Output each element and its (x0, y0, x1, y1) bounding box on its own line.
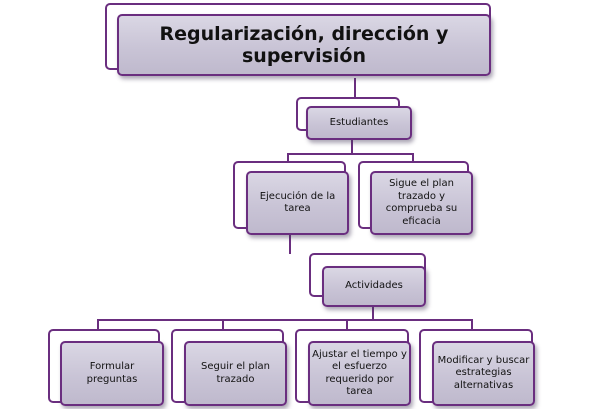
ejecucion-tarea-label: Ejecución de la tarea (246, 171, 349, 235)
modificar-estrategias-label: Modificar y buscar estrategias alternati… (432, 341, 535, 406)
seguir-plan-label: Seguir el plan trazado (184, 341, 287, 406)
formular-preguntas-label: Formular preguntas (60, 341, 164, 406)
sigue-plan-label: Sigue el plan trazado y comprueba su efi… (370, 171, 473, 235)
actividades-label: Actividades (322, 266, 426, 307)
estudiantes-label: Estudiantes (306, 106, 412, 140)
diagram-title: Regularización, dirección y supervisión (117, 14, 491, 76)
ajustar-tiempo-label: Ajustar el tiempo y el esfuerzo requerid… (308, 341, 411, 406)
